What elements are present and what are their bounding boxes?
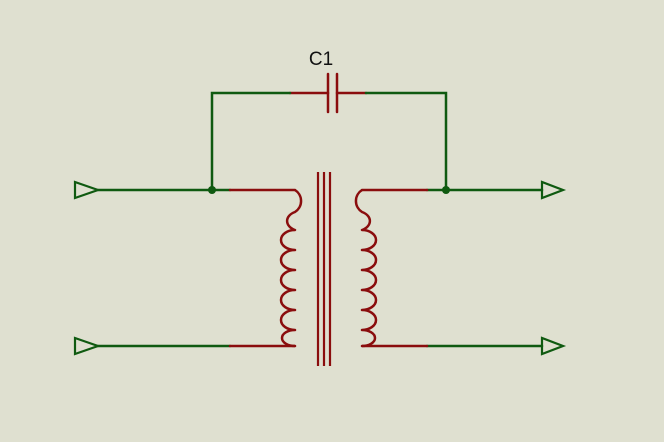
output-terminal-top[interactable]: [540, 180, 567, 200]
input-terminal-top[interactable]: [73, 180, 102, 200]
output-terminal-bottom[interactable]: [540, 336, 567, 356]
wire-capacitor-left[interactable]: [210, 91, 292, 192]
wire-capacitor-right[interactable]: [364, 91, 448, 192]
secondary-winding: [354, 188, 378, 348]
primary-winding: [279, 188, 303, 348]
junction-dot-right: [442, 186, 450, 194]
junction-dot-left: [208, 186, 216, 194]
transformer[interactable]: [228, 172, 429, 366]
wires: [96, 91, 544, 348]
capacitor-reference-label: C1: [309, 49, 333, 70]
capacitor-c1[interactable]: C1: [288, 49, 368, 114]
input-terminal-bottom[interactable]: [73, 336, 102, 356]
